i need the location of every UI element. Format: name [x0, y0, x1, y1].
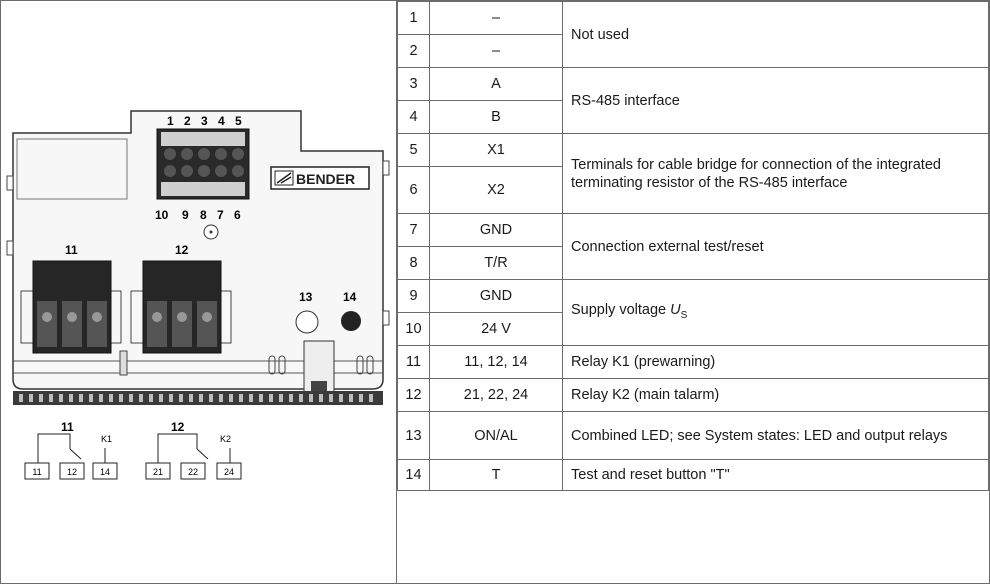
vent-slot — [189, 394, 193, 402]
vent-slot — [269, 394, 273, 402]
vent-slot — [169, 394, 173, 402]
terminal-number-6: 6 — [234, 208, 241, 222]
terminal-number-5: 5 — [235, 114, 242, 128]
terminal-number-10: 10 — [155, 208, 169, 222]
vent-slot — [249, 394, 253, 402]
vent-slot — [279, 394, 283, 402]
vent-slot — [329, 394, 333, 402]
connector-11-label: 11 — [65, 243, 78, 257]
vent-slot — [179, 394, 183, 402]
vent-slot — [199, 394, 203, 402]
vent-slot — [229, 394, 233, 402]
vent-slot — [139, 394, 143, 402]
control-terminal-block — [156, 128, 250, 200]
relay-k1-group-label: 11 — [61, 420, 74, 434]
vent-slot — [39, 394, 43, 402]
terminal-number-4: 4 — [218, 114, 225, 128]
terminal-number-3: 3 — [201, 114, 208, 128]
vent-slot — [79, 394, 83, 402]
svg-text:BENDER: BENDER — [296, 171, 355, 187]
vent-slot — [49, 394, 53, 402]
vent-slot — [339, 394, 343, 402]
vent-slot — [59, 394, 63, 402]
relay-k2-pin-22: 22 — [188, 467, 198, 477]
relay-k2-name: K2 — [220, 434, 231, 444]
device-diagram: 1 2 3 4 5 10 9 8 7 6 BENDER 11 12 13 14 — [6, 110, 390, 480]
table-row: 5 X1 Terminals for cable bridge for conn… — [397, 133, 989, 214]
relay-k1-pin-11: 11 — [32, 467, 41, 477]
terminal-number-8: 8 — [200, 208, 207, 222]
led-label: 13 — [299, 290, 313, 304]
device-diagram-panel: 1 2 3 4 5 10 9 8 7 6 BENDER 11 12 13 14 — [1, 1, 397, 583]
table-row: 6 X2 — [397, 166, 989, 214]
vent-slot — [259, 394, 263, 402]
vent-slot — [119, 394, 123, 402]
table-row: 10 24 V — [397, 312, 989, 346]
table-row: 12 21, 22, 24 Relay K2 (main talarm) — [397, 378, 989, 412]
table-row: 11 11, 12, 14 Relay K1 (prewarning) — [397, 345, 989, 379]
terminal-number-9: 9 — [182, 208, 189, 222]
relay-k2-group-label: 12 — [171, 420, 185, 434]
vent-slot — [89, 394, 93, 402]
table-row: 9 GND Supply voltage US — [397, 279, 989, 346]
vent-slot — [299, 394, 303, 402]
vent-slot — [129, 394, 133, 402]
vent-slot — [319, 394, 323, 402]
vent-slot — [309, 394, 313, 402]
connector-12-label: 12 — [175, 243, 189, 257]
relay-k2-connector — [130, 260, 232, 354]
relay-k1-schematic: 11 K1 11 12 14 — [24, 420, 118, 480]
button-label: 14 — [343, 290, 357, 304]
terminal-number-1: 1 — [167, 114, 174, 128]
relay-k1-name: K1 — [101, 434, 112, 444]
table-row: 7 GND Connection external test/reset — [397, 213, 989, 280]
relay-k1-pin-14: 14 — [100, 467, 110, 477]
terminal-number-7: 7 — [217, 208, 224, 222]
relay-k2-pin-21: 21 — [153, 467, 163, 477]
table-row: 3 A RS-485 interface — [397, 67, 989, 134]
table-row: 14 T Test and reset button "T" — [397, 459, 989, 491]
test-reset-button[interactable] — [341, 311, 361, 331]
vent-slot — [149, 394, 153, 402]
on-al-led-icon — [295, 310, 319, 334]
relay-k1-pin-12: 12 — [67, 467, 77, 477]
vent-slot — [219, 394, 223, 402]
vent-slot — [349, 394, 353, 402]
vent-slot — [239, 394, 243, 402]
vent-slot — [109, 394, 113, 402]
terminal-number-2: 2 — [184, 114, 191, 128]
relay-k1-connector — [20, 260, 122, 354]
vent-rail — [13, 391, 383, 405]
table-row: 4 B — [397, 100, 989, 134]
vent-slot — [289, 394, 293, 402]
vent-slot — [369, 394, 373, 402]
terminal-assignment-table: 1 – Not used 2 – 3 A RS-485 interface 4 … — [397, 1, 989, 491]
table-row: 1 – Not used — [397, 1, 989, 68]
vent-slot — [159, 394, 163, 402]
vent-slot — [29, 394, 33, 402]
vent-slot — [209, 394, 213, 402]
vent-slot — [19, 394, 23, 402]
vent-slot — [359, 394, 363, 402]
relay-k2-pin-24: 24 — [224, 467, 234, 477]
bender-logo: BENDER — [270, 166, 370, 190]
vent-slot — [69, 394, 73, 402]
vent-slot — [99, 394, 103, 402]
table-row: 2 – — [397, 34, 989, 68]
supply-voltage-cell: Supply voltage US — [562, 279, 989, 346]
relay-k2-schematic: 12 K2 21 22 24 — [145, 420, 242, 480]
table-row: 13 ON/AL Combined LED; see System states… — [397, 411, 989, 460]
